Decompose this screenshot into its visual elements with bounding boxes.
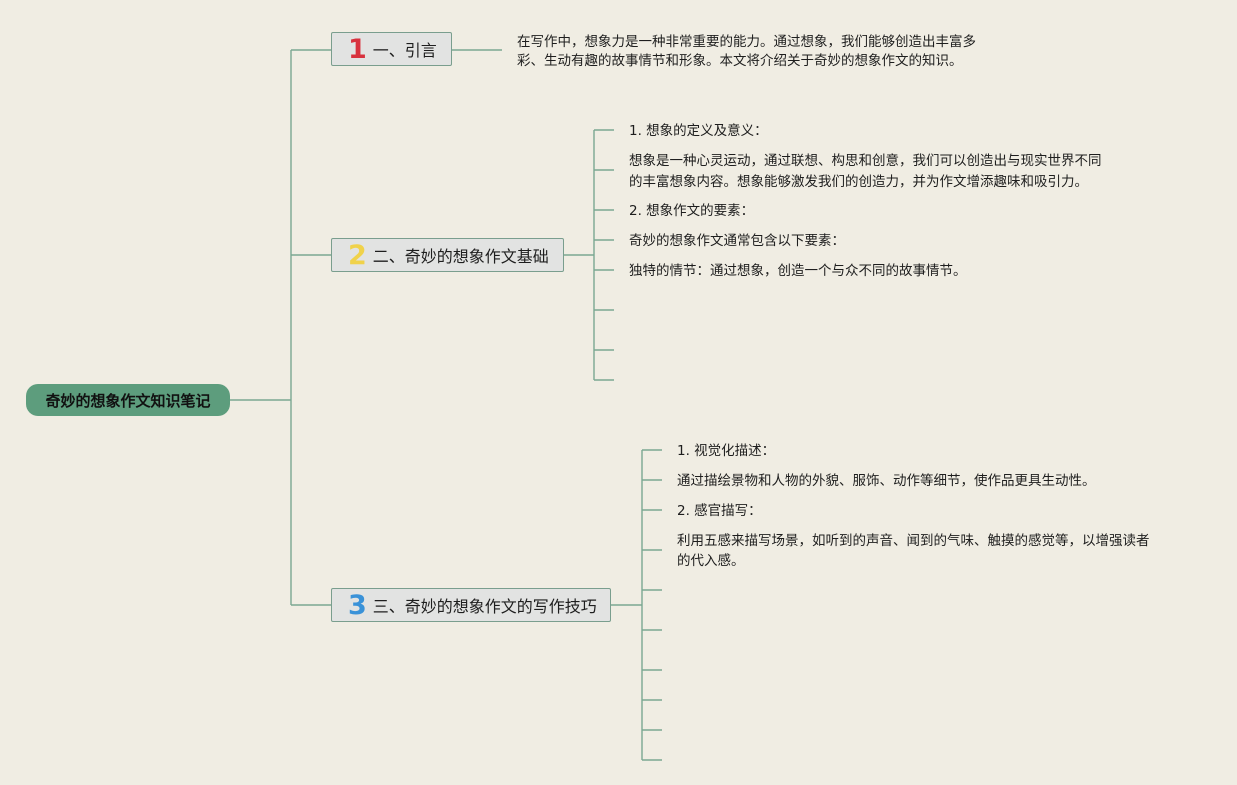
leaf-text: 利用五感来描写场景，如听到的声音、闻到的气味、触摸的感觉等，以增强读者: [677, 533, 1150, 549]
root-topic[interactable]: 奇妙的想象作文知识笔记: [26, 384, 230, 416]
number-three-icon: 3: [348, 589, 367, 621]
leaf-text: 1. 视觉化描述：: [677, 443, 776, 459]
leaf-text: 想象是一种心灵运动，通过联想、构思和创意，我们可以创造出与现实世界不同: [629, 153, 1102, 169]
branch-techniques[interactable]: 3 三、奇妙的想象作文的写作技巧: [331, 588, 611, 622]
leaf-text: 独特的情节：通过想象，创造一个与众不同的故事情节。: [629, 263, 967, 279]
leaf-text: 在写作中，想象力是一种非常重要的能力。通过想象，我们能够创造出丰富多: [517, 34, 976, 50]
leaf-text: 2. 想象作文的要素：: [629, 203, 755, 219]
number-two-icon: 2: [348, 239, 367, 271]
leaf-text: 1. 想象的定义及意义：: [629, 123, 768, 139]
leaf-text: 通过描绘景物和人物的外貌、服饰、动作等细节，使作品更具生动性。: [677, 473, 1096, 489]
leaf-text: 2. 感官描写：: [677, 503, 762, 519]
leaf-text: 奇妙的想象作文通常包含以下要素：: [629, 233, 845, 249]
leaf-text: 的丰富想象内容。想象能够激发我们的创造力，并为作文增添趣味和吸引力。: [629, 174, 1088, 190]
branch-introduction[interactable]: 1 一、引言: [331, 32, 452, 66]
branch-label: 一、引言: [372, 41, 437, 60]
leaf-text: 彩、生动有趣的故事情节和形象。本文将介绍关于奇妙的想象作文的知识。: [517, 53, 963, 69]
leaf-text: 的代入感。: [677, 553, 745, 569]
number-one-icon: 1: [348, 33, 367, 65]
branch-label: 三、奇妙的想象作文的写作技巧: [372, 597, 597, 616]
branch-basics[interactable]: 2 二、奇妙的想象作文基础: [331, 238, 564, 272]
branch-label: 二、奇妙的想象作文基础: [372, 247, 549, 266]
